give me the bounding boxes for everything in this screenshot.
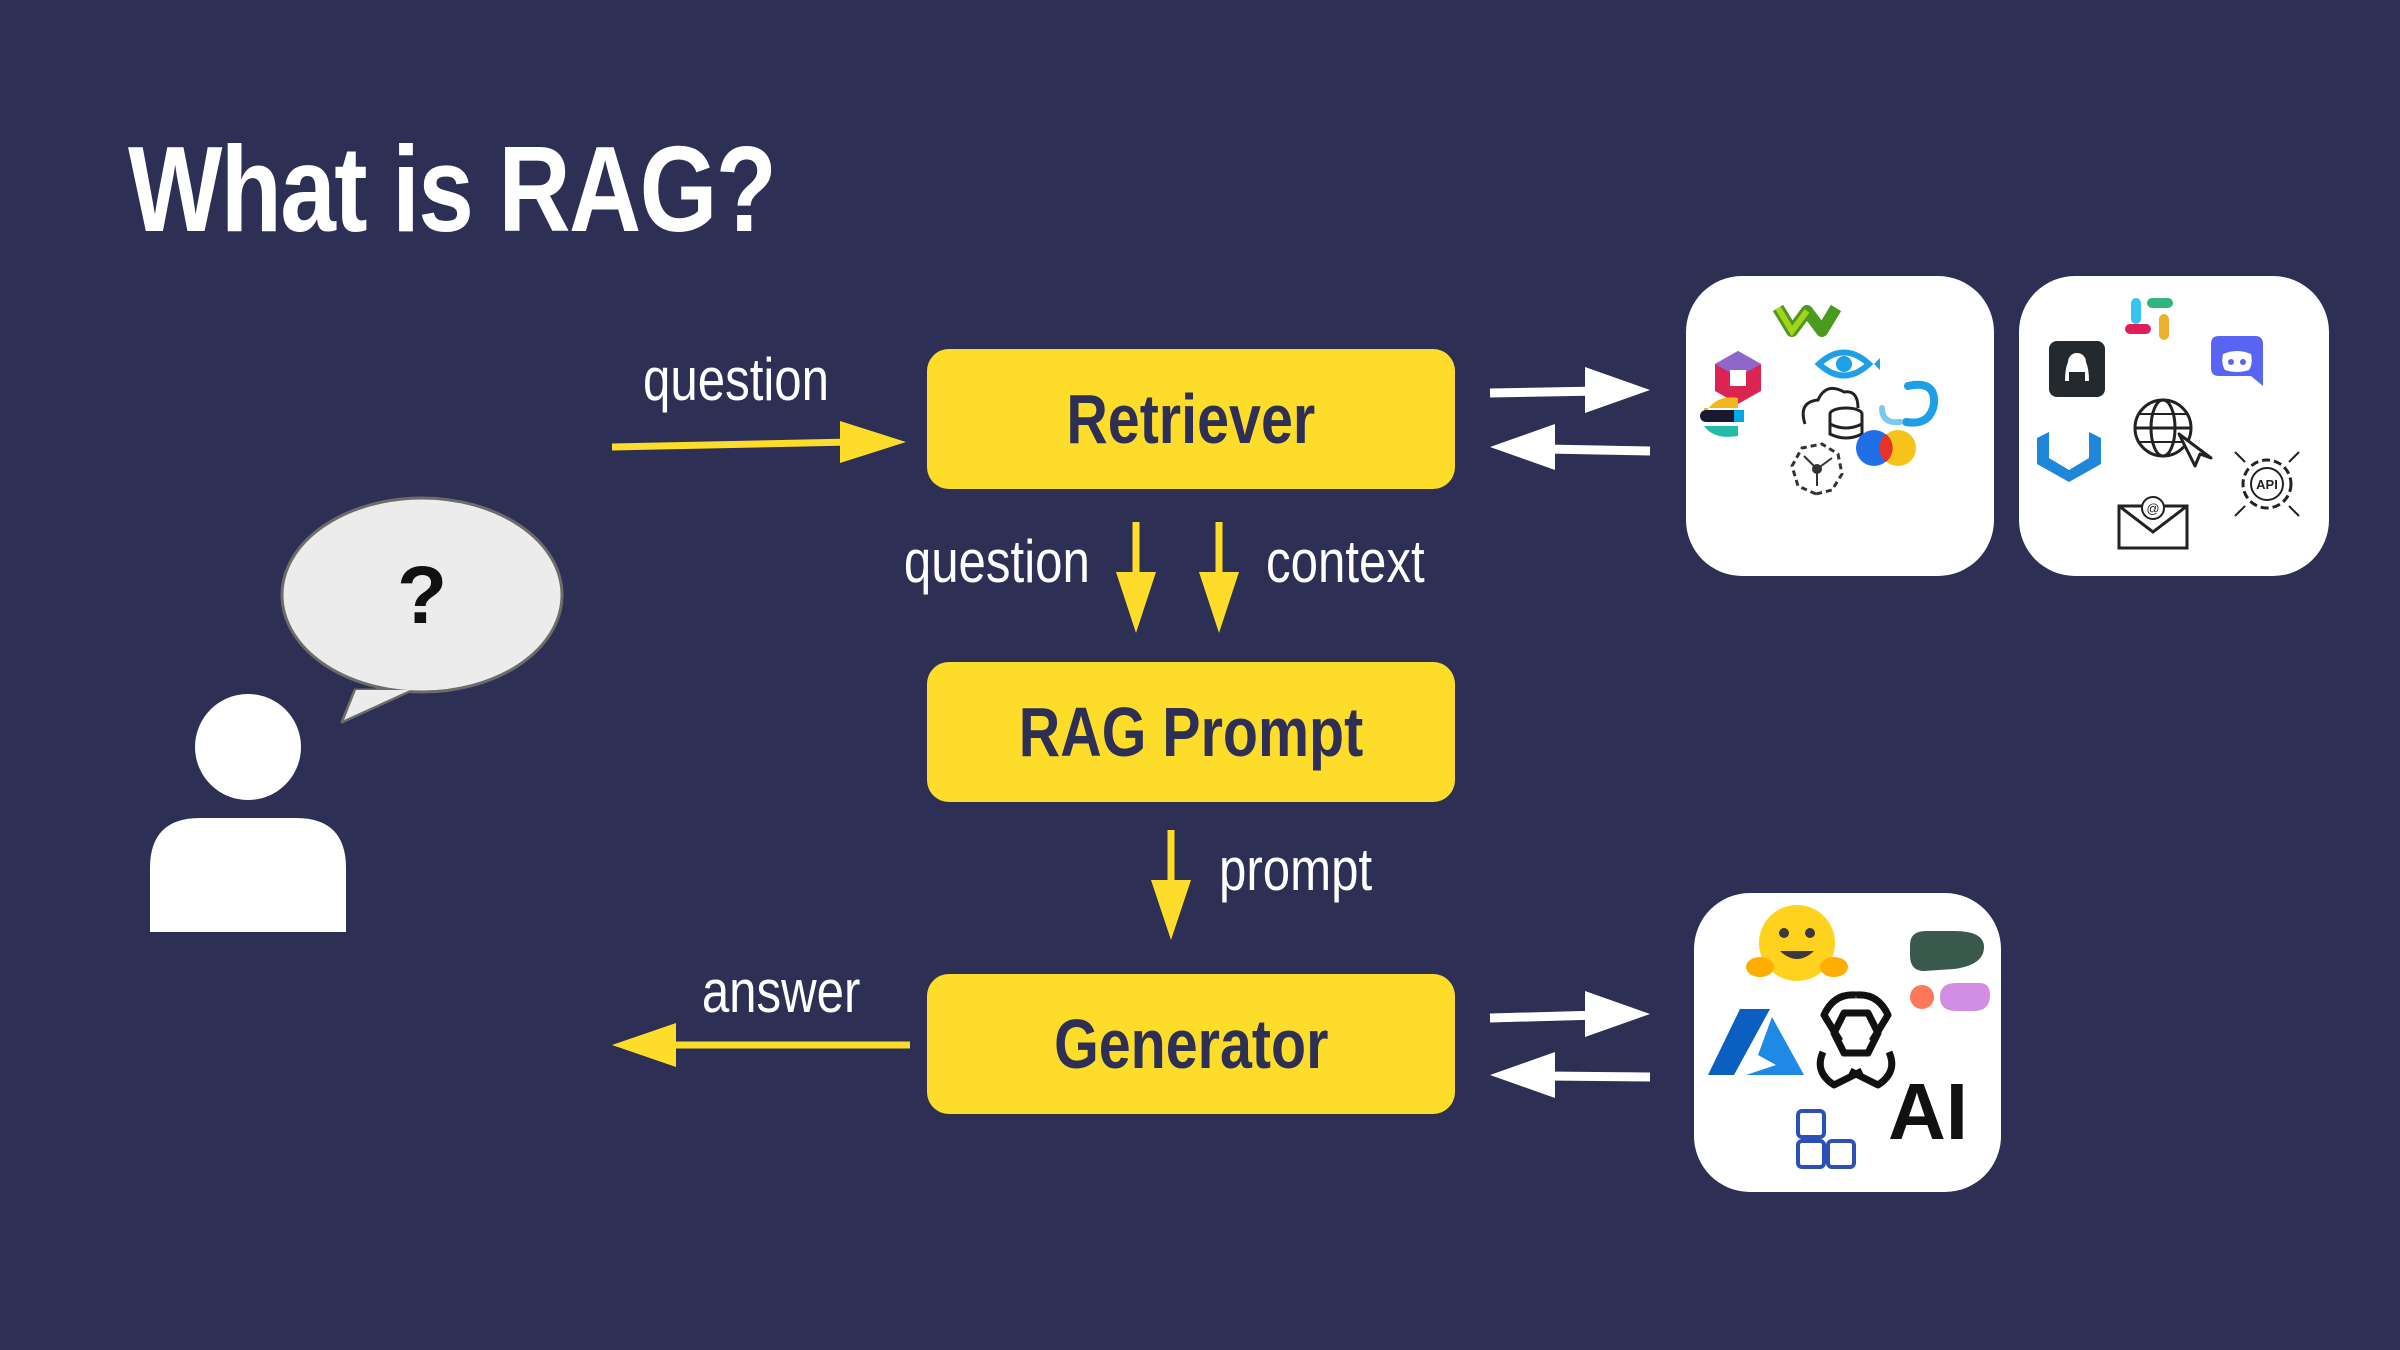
arrow-answer-out [612, 1023, 910, 1067]
retriever-label: Retriever [1066, 380, 1316, 458]
anthropic-ai-label: AI [1888, 1067, 1968, 1156]
unstructured-icon [2037, 432, 2101, 482]
arrow-prompt-down [1151, 830, 1191, 940]
colorful-circles-icon [1856, 430, 1916, 466]
arrow-question-to-retriever [611, 421, 906, 463]
anthropic-icon: AI [1888, 1067, 1968, 1156]
page-title: What is RAG? [128, 121, 777, 257]
label-answer: answer [701, 958, 860, 1025]
generator-label: Generator [1053, 1005, 1329, 1083]
api-label: API [2256, 477, 2278, 492]
cloud-database-icon [1801, 386, 1864, 440]
azure-icon [1708, 1009, 1804, 1075]
email-icon: @ [2117, 496, 2189, 550]
blocks-icon [1796, 1109, 1856, 1169]
api-gear-icon: API [2234, 451, 2300, 517]
openai-icon [1816, 991, 1896, 1089]
label-context: context [1266, 528, 1425, 595]
label-prompt: prompt [1219, 836, 1373, 903]
network-icon [1790, 442, 1844, 496]
slack-icon [2125, 298, 2173, 340]
generator-box: Generator [927, 974, 1455, 1114]
cohere-icon [1910, 931, 1990, 1011]
rag-prompt-label: RAG Prompt [1018, 693, 1364, 771]
github-icon [2049, 341, 2105, 397]
retriever-box: Retriever [927, 349, 1455, 489]
arrow-generator-to-models [1489, 991, 1650, 1037]
speech-bubble [280, 496, 564, 724]
arrow-models-to-generator [1490, 1052, 1651, 1098]
rag-prompt-box: RAG Prompt [927, 662, 1455, 802]
discord-icon [2211, 336, 2263, 386]
at-label: @ [2146, 501, 2159, 516]
hugging-face-icon [1746, 905, 1848, 981]
eye-icon [1814, 349, 1880, 379]
data-sources-panel: API @ [2019, 276, 2329, 576]
arrow-sources-to-retriever [1490, 424, 1651, 470]
qdrant-icon [1715, 351, 1761, 404]
llm-provider-panel: AI [1694, 893, 2001, 1192]
arrow-question-down [1116, 522, 1156, 633]
web-globe-icon [2133, 398, 2213, 468]
label-question-down: question [903, 528, 1090, 595]
elasticsearch-icon [1700, 397, 1744, 437]
swirl-icon [1879, 380, 1939, 427]
bubble-question-mark: ? [396, 550, 448, 641]
weaviate-icon [1772, 304, 1842, 337]
label-question-in: question [643, 346, 830, 413]
user-icon [150, 694, 346, 932]
vector-store-panel [1686, 276, 1994, 576]
arrow-retriever-to-sources [1489, 367, 1650, 413]
arrow-context-down [1199, 522, 1239, 633]
